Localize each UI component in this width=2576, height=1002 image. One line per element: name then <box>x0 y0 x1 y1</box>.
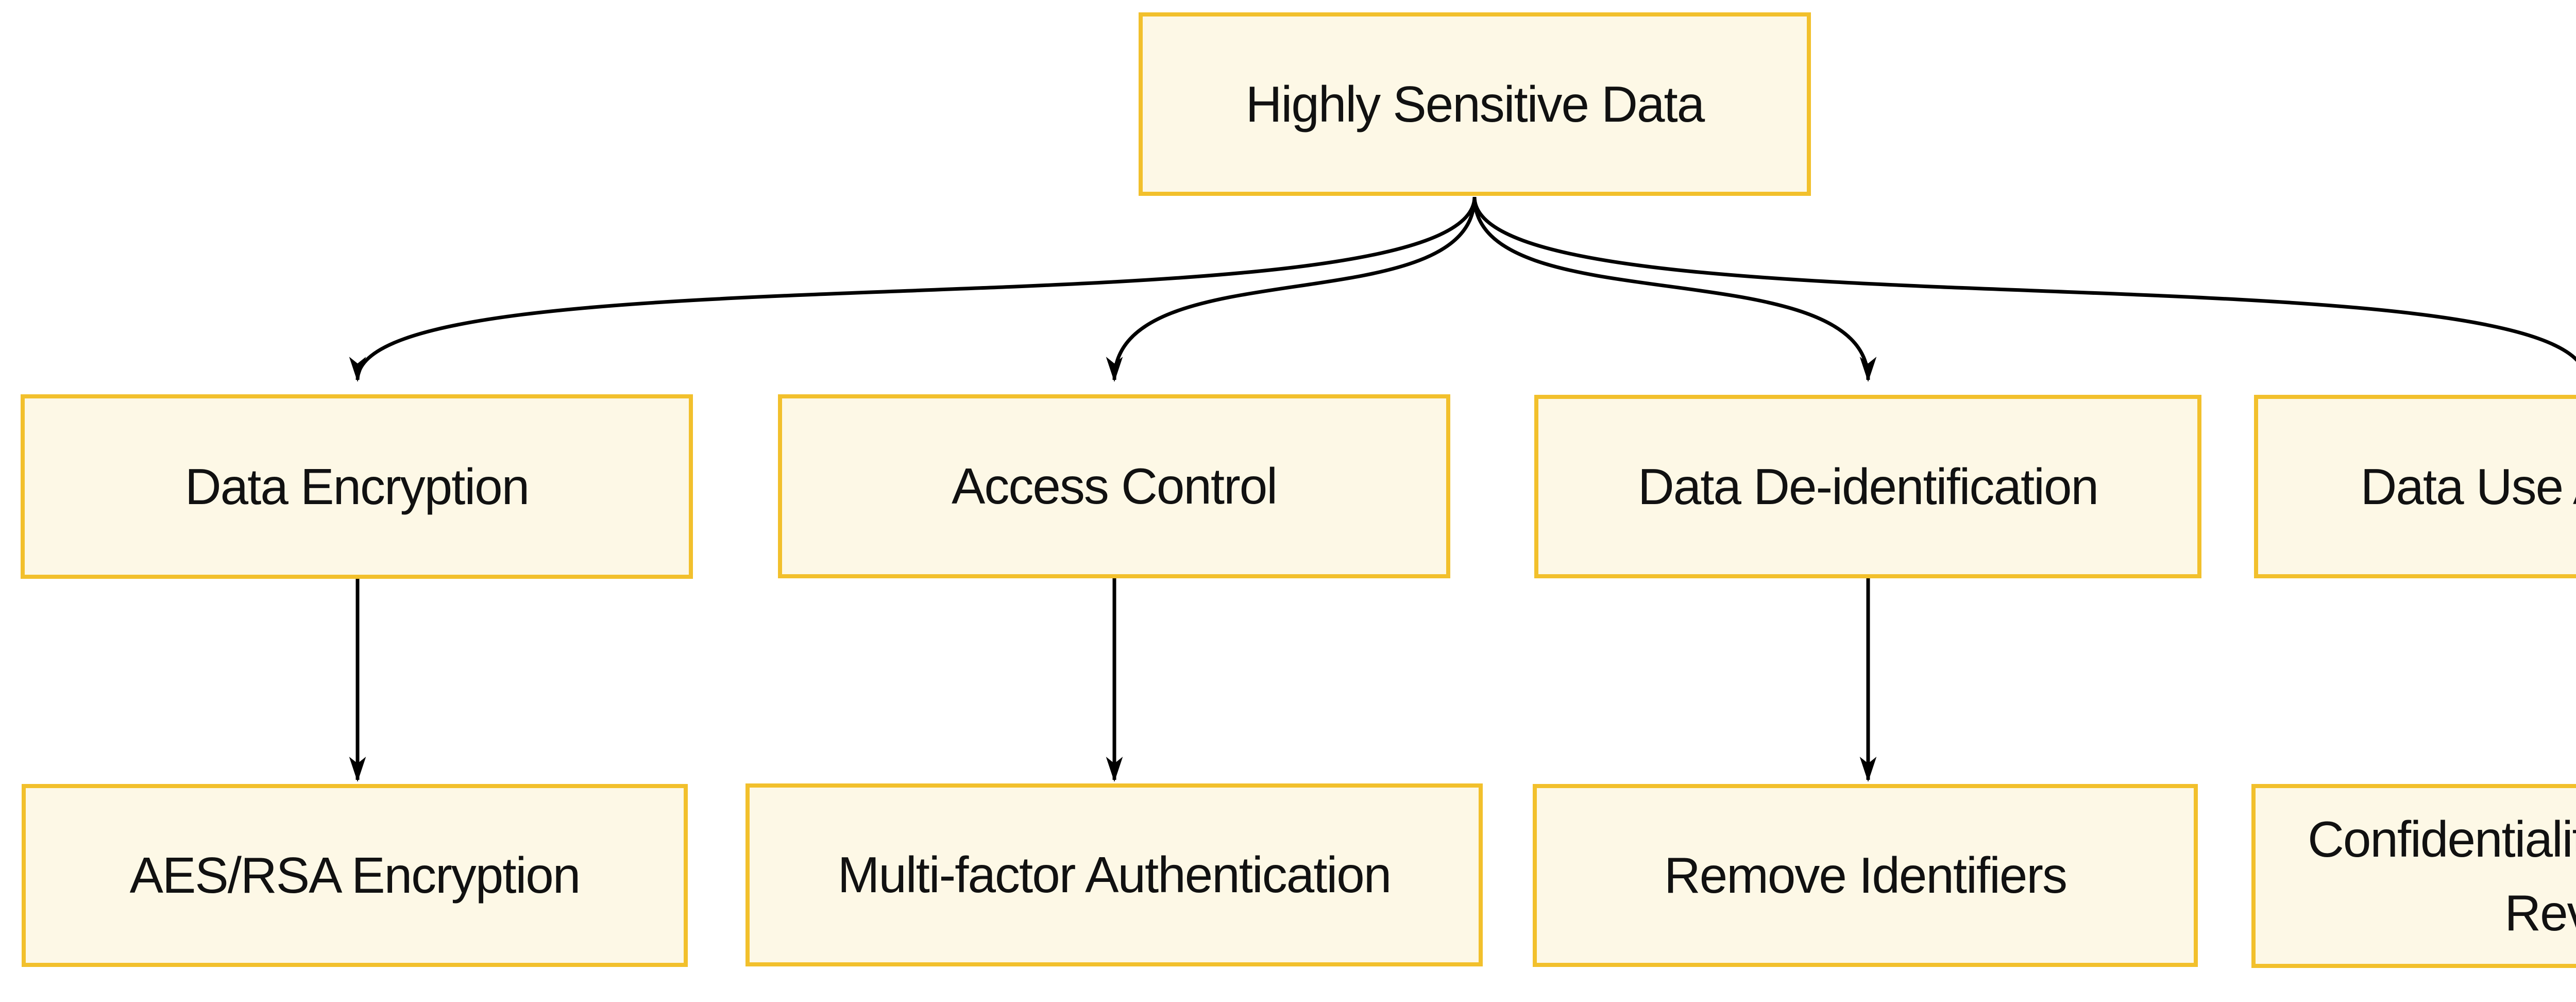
node-label: Data Use Agreement <box>2360 458 2576 515</box>
node-label: Multi-factor Authentication <box>837 846 1392 904</box>
node-label: Remove Identifiers <box>1664 847 2067 904</box>
node-label: Access Control <box>951 458 1278 515</box>
connector-root-to-data-encryption <box>349 196 1477 382</box>
node-label: Highly Sensitive Data <box>1245 75 1705 132</box>
node-access-control: Access Control <box>778 394 1450 578</box>
connector-root-to-data-de-identification <box>1472 196 1877 382</box>
node-label: Data Encryption <box>184 458 530 515</box>
connector-root-to-data-use-agreement <box>1472 196 2576 362</box>
node-aes-rsa-encryption: AES/RSA Encryption <box>22 784 688 967</box>
node-remove-identifiers: Remove Identifiers <box>1533 784 2198 967</box>
node-highly-sensitive-data: Highly Sensitive Data <box>1139 12 1811 196</box>
node-label: Confidentiality and Ethical Review <box>2308 811 2576 941</box>
node-multi-factor-authentication: Multi-factor Authentication <box>745 783 1483 966</box>
node-label: Data De-identification <box>1638 458 2099 515</box>
node-label: AES/RSA Encryption <box>129 847 581 904</box>
node-confidentiality-ethical-review: Confidentiality and Ethical Review <box>2251 784 2576 968</box>
node-data-encryption: Data Encryption <box>21 394 693 579</box>
connector-root-to-access-control <box>1106 196 1477 382</box>
node-data-de-identification: Data De-identification <box>1534 395 2201 578</box>
node-data-use-agreement: Data Use Agreement <box>2254 395 2576 578</box>
